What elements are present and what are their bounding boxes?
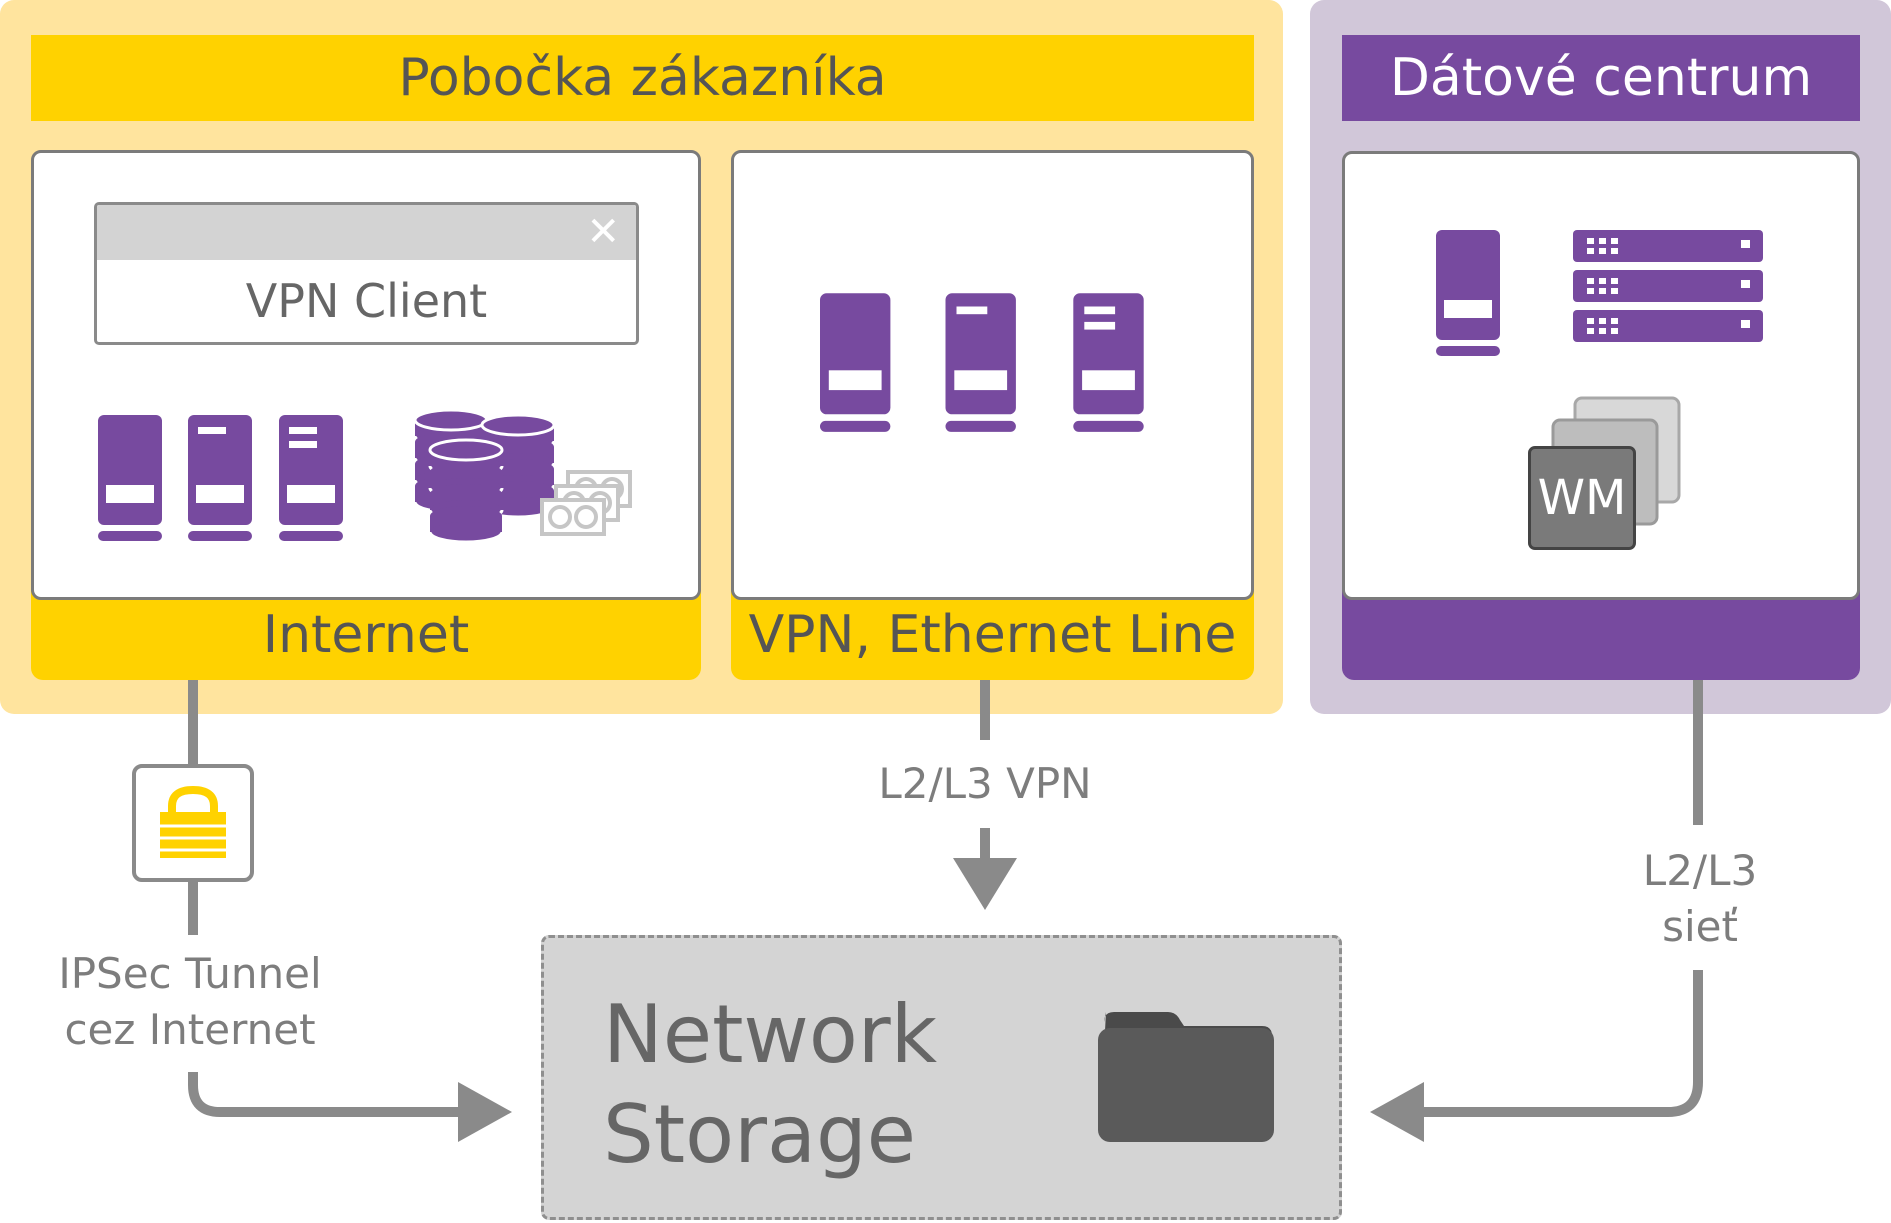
tape-icon — [540, 470, 632, 536]
network-line2: sieť — [1662, 902, 1738, 951]
l2l3-network-label: L2/L3 sieť — [1600, 843, 1800, 955]
close-icon: ✕ — [586, 209, 620, 255]
server-icon — [98, 415, 162, 541]
branch-title: Pobočka zákazníka — [31, 35, 1254, 121]
server-icon — [1073, 293, 1144, 432]
datacenter-footer — [1342, 590, 1860, 680]
network-line1: L2/L3 — [1642, 846, 1758, 895]
ipsec-tunnel-label: IPSec Tunnel cez Internet — [20, 946, 360, 1058]
server-icon — [279, 415, 343, 541]
folder-icon — [1098, 1012, 1274, 1142]
vpn-client-label: VPN Client — [245, 274, 488, 328]
arrow-left-icon — [1370, 1082, 1424, 1142]
rack-server-icon — [1573, 230, 1763, 342]
server-icon — [1436, 230, 1500, 356]
internet-label: Internet — [31, 590, 701, 680]
network-storage-label: Network Storage — [603, 985, 937, 1185]
ipsec-line2: cez Internet — [64, 1005, 316, 1054]
ipsec-connector — [188, 680, 462, 1117]
server-icon — [820, 293, 891, 432]
server-icon — [945, 293, 1016, 432]
ipsec-line1: IPSec Tunnel — [58, 949, 322, 998]
vpn-ethernet-label: VPN, Ethernet Line — [731, 590, 1254, 680]
network-storage-line2: Storage — [603, 1088, 917, 1181]
vpn-client-titlebar: ✕ — [97, 205, 636, 260]
vpn-client-window: ✕ VPN Client — [94, 202, 639, 345]
database-icon — [415, 410, 554, 542]
arrow-right-icon — [458, 1082, 512, 1142]
datacenter-connector — [1418, 680, 1703, 1117]
datacenter-title: Dátové centrum — [1342, 35, 1860, 121]
server-icon — [188, 415, 252, 541]
arrow-down-icon — [953, 858, 1017, 910]
l2l3-vpn-label: L2/L3 VPN — [878, 759, 1092, 808]
network-storage-line1: Network — [603, 988, 938, 1081]
lock-icon — [132, 764, 254, 882]
vm-label: WM — [1528, 446, 1636, 550]
